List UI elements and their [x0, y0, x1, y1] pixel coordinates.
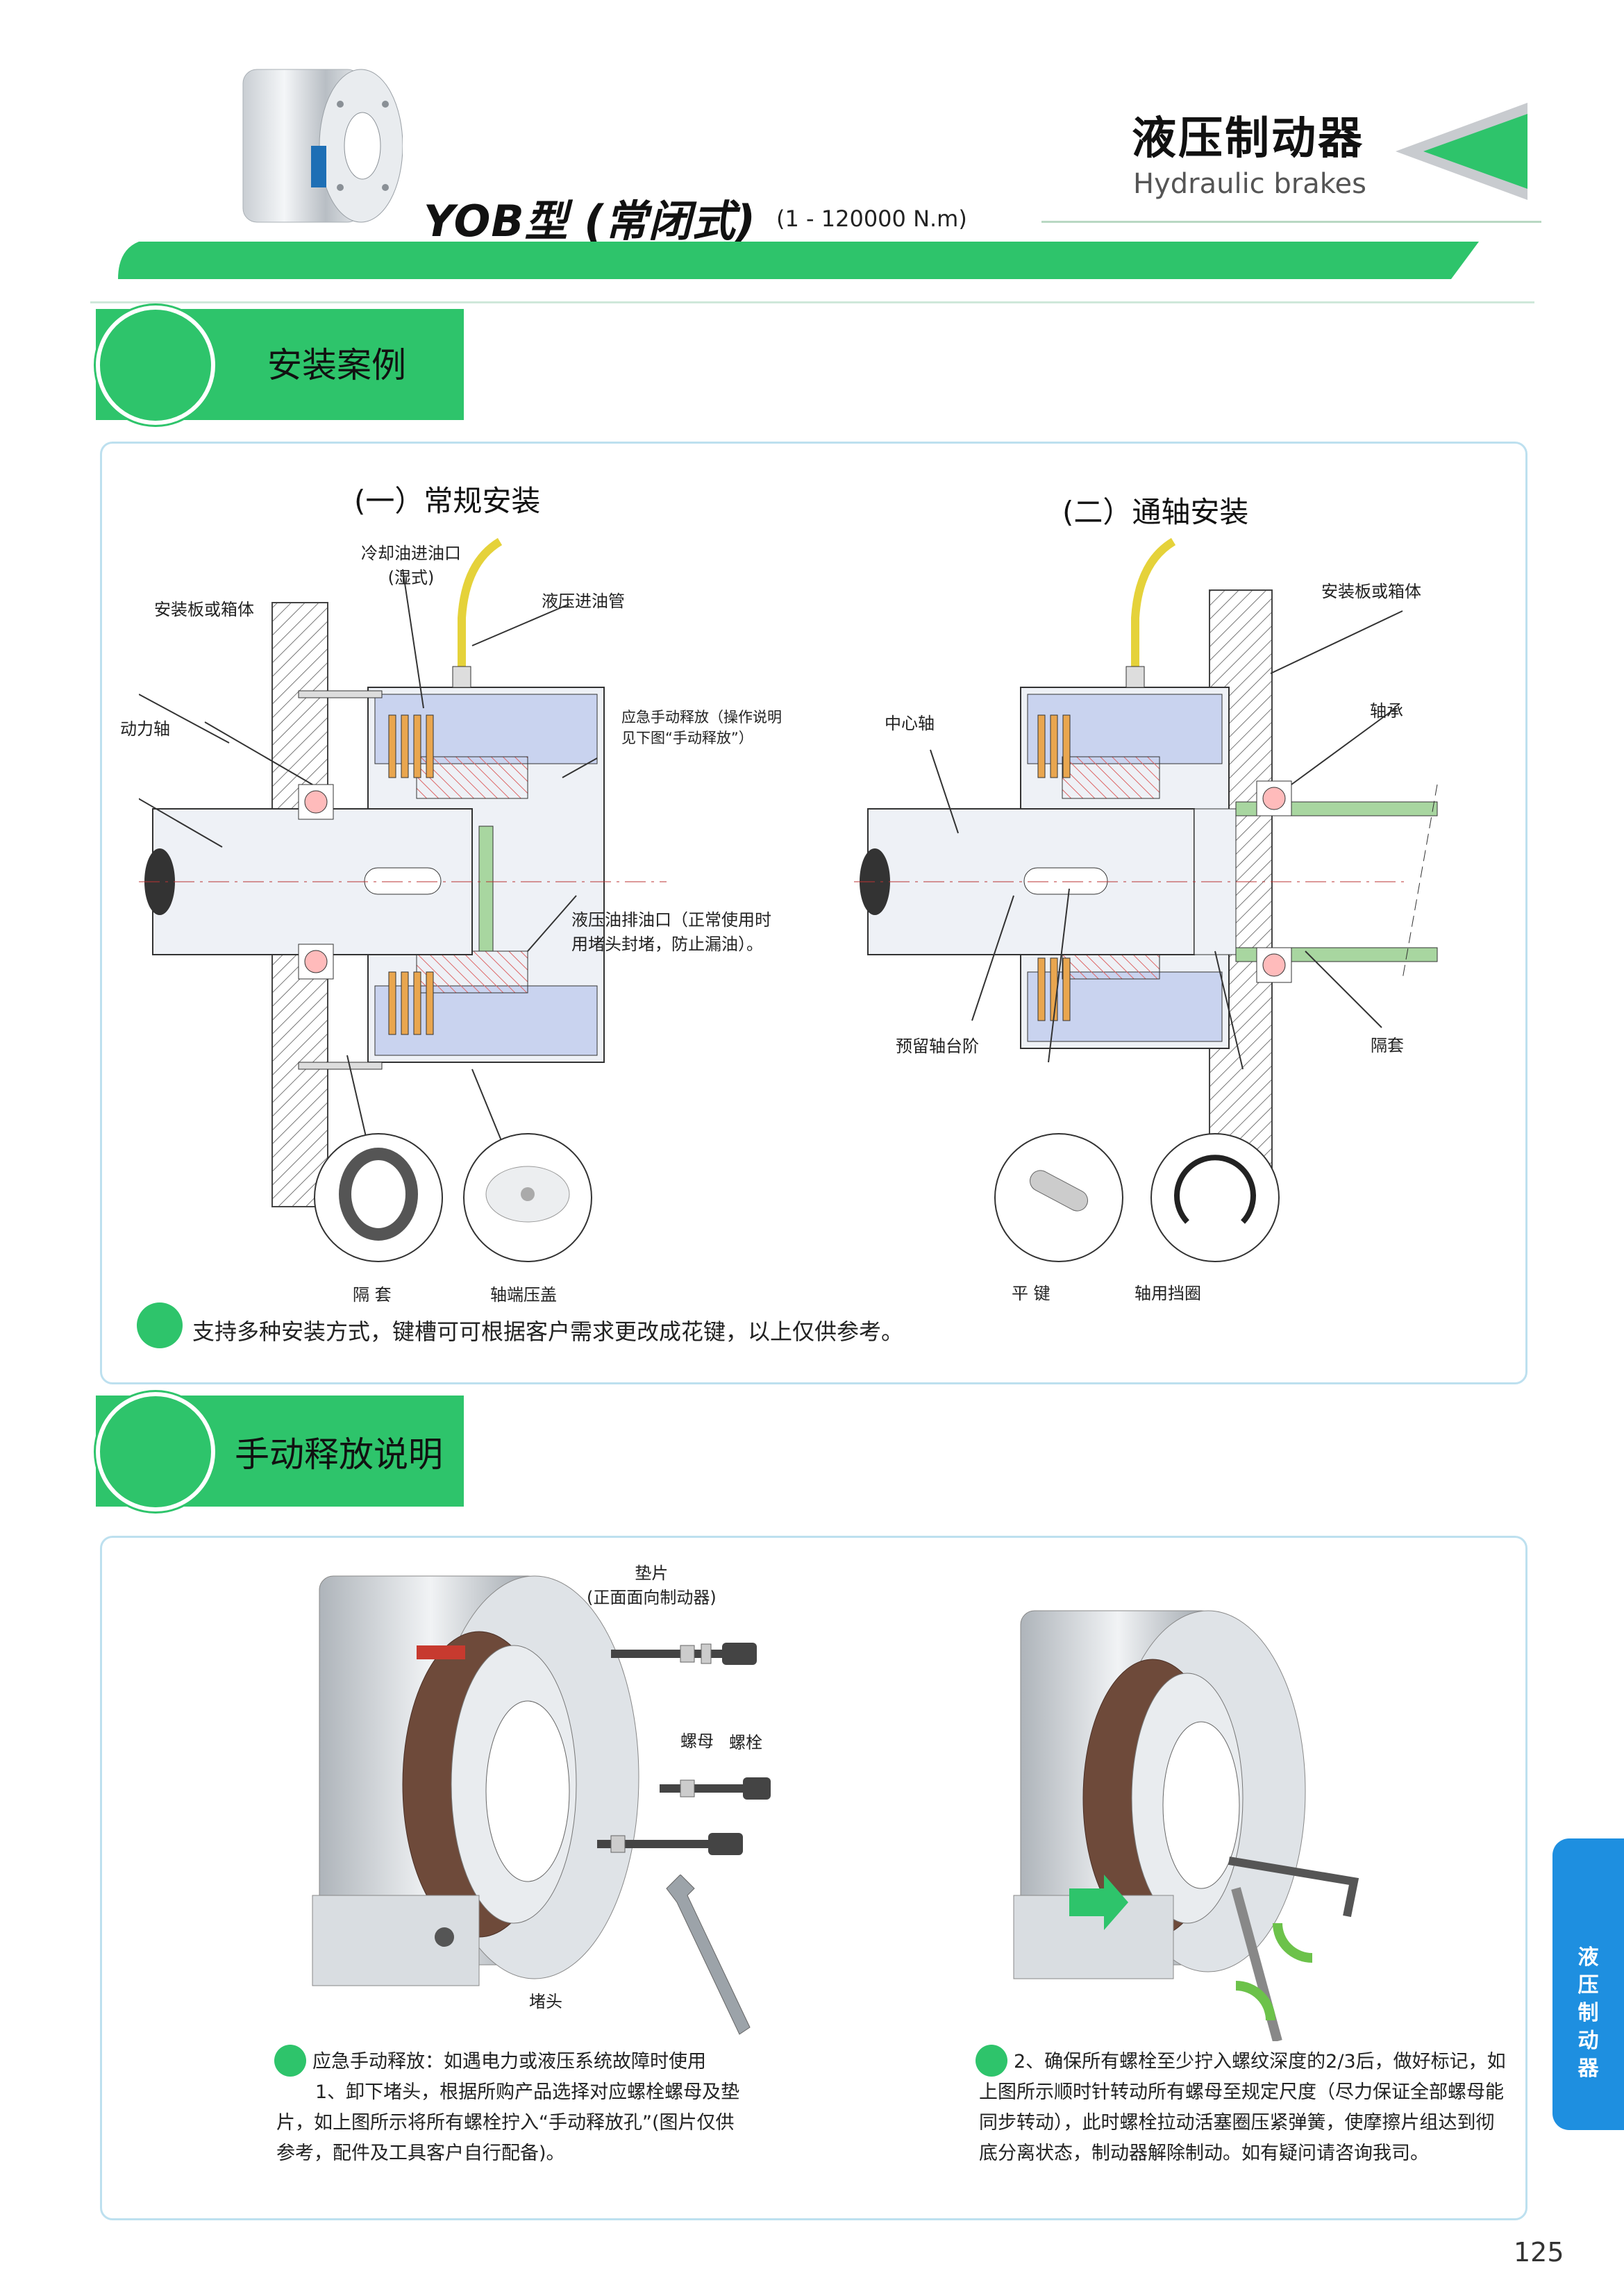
page-number: 125	[1514, 2237, 1564, 2268]
label-emergency-release: 应急手动释放（操作说明 见下图“手动释放”）	[621, 709, 782, 746]
torque-range: (1 - 120000 N.m)	[776, 206, 967, 232]
manual-release-step1: 1、卸下堵头，根据所购产品选择对应螺栓螺母及垫片，如上图所示将所有螺栓拧入“手动…	[276, 2081, 740, 2164]
label-nut: 螺母	[680, 1732, 714, 1751]
label-washer: 垫片 (正面面向制动器)	[587, 1564, 717, 1607]
header-rule	[1041, 221, 1541, 223]
label-retaining-ring: 轴用挡圈	[1135, 1284, 1201, 1303]
label-spacer-2: 隔套	[1371, 1036, 1404, 1055]
label-hydraulic-inlet: 液压进油管	[542, 592, 625, 611]
label-plug: 堵头	[529, 1992, 562, 2011]
label-flat-key: 平 键	[1012, 1284, 1050, 1303]
model-title: YOB型 (常闭式)	[424, 196, 756, 246]
label-cooling-inlet: 冷却油进油口 (湿式)	[361, 544, 461, 587]
through-shaft-install-diagram	[854, 537, 1438, 1262]
bolt-install-illustration	[1013, 1610, 1359, 2041]
label-reserved-shoulder: 预留轴台阶	[896, 1037, 979, 1056]
note-bullet	[137, 1302, 183, 1348]
label-bolt: 螺栓	[729, 1733, 762, 1752]
page-subtitle: Hydraulic brakes	[1133, 168, 1366, 200]
label-power-shaft: 动力轴	[120, 719, 170, 739]
label-mount-plate-2: 安装板或箱体	[1321, 582, 1421, 601]
section-heading-circle-2	[96, 1392, 215, 1511]
product-image	[242, 69, 403, 223]
wrench-icon	[666, 1875, 751, 2035]
manual-release-step2: 2、确保所有螺栓至少拧入螺纹深度的2/3后，做好标记，如上图所示顺时针转动所有螺…	[979, 2051, 1506, 2164]
left-text-bullet	[274, 2045, 306, 2077]
bolt-set-illustration	[597, 1643, 771, 1855]
label-end-cap: 轴端压盖	[490, 1285, 557, 1305]
brake-cutaway-illustration	[312, 1575, 639, 1986]
diagram2-title: (二）通轴安装	[1062, 495, 1249, 529]
diagram1-title: (一）常规安装	[354, 484, 541, 518]
header-band	[118, 242, 1479, 279]
label-mount-plate: 安装板或箱体	[154, 600, 254, 619]
manual-release-lead: 应急手动释放：如遇电力或液压系统故障时使用	[312, 2051, 706, 2072]
arrow-icon	[1396, 103, 1527, 200]
label-spacer: 隔 套	[353, 1285, 392, 1305]
page-title: 液压制动器	[1132, 113, 1364, 165]
label-bearing: 轴承	[1370, 701, 1403, 721]
section-heading-circle	[96, 305, 215, 425]
section-side-tab	[1552, 1838, 1624, 2130]
section-title-installation: 安装案例	[267, 345, 406, 385]
label-center-shaft: 中心轴	[885, 714, 935, 733]
installation-note: 支持多种安装方式，键槽可可根据客户需求更改成花键，以上仅供参考。	[192, 1318, 904, 1345]
right-text-bullet	[976, 2045, 1007, 2077]
section-title-manual-release: 手动释放说明	[235, 1434, 443, 1475]
side-tab-label: 液压制动器	[1577, 1945, 1599, 2081]
label-oil-drain: 液压油排油口（正常使用时 用堵头封堵，防止漏油）。	[571, 910, 771, 954]
conventional-install-diagram	[139, 537, 667, 1262]
divider	[90, 301, 1534, 303]
